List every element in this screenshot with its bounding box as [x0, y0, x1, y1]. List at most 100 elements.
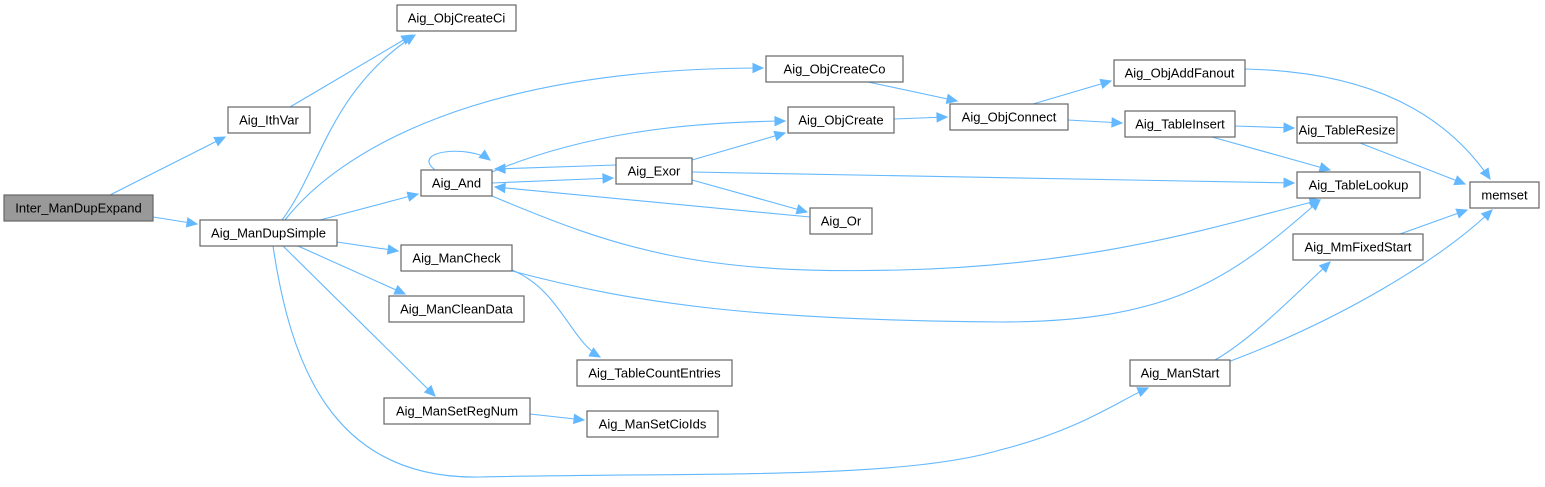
node-box[interactable] [383, 397, 531, 425]
arrowhead-icon [795, 204, 809, 215]
edge-Aig_TableInsert-to-Aig_TableLookup [1211, 136, 1332, 173]
edge-line [282, 245, 436, 397]
node-label: Aig_TableLookup [1309, 178, 1409, 193]
node-aig-mancleandata[interactable]: Aig_ManCleanData [388, 295, 525, 323]
edge-Aig_Or-to-Aig_And [493, 182, 811, 218]
edge-Aig_ManDupSimple-to-Aig_ManCleanData [297, 245, 407, 295]
edge-Aig_TableResize-to-memset [1359, 142, 1467, 186]
node-memset[interactable]: memset [1469, 181, 1540, 209]
node-box[interactable] [1124, 110, 1236, 138]
node-box[interactable] [1469, 181, 1540, 209]
node-aig-ithvar[interactable]: Aig_IthVar [227, 106, 311, 134]
edge-line [1399, 209, 1468, 235]
node-box[interactable] [1296, 171, 1421, 199]
node-box[interactable] [396, 4, 517, 32]
edge-Aig_ManDupSimple-to-Aig_ManSetRegNum [282, 245, 436, 397]
edge-Aig_And-to-Aig_Exor [491, 173, 615, 184]
node-aig-objconnect[interactable]: Aig_ObjConnect [949, 103, 1069, 131]
node-aig-tablecountentries[interactable]: Aig_TableCountEntries [576, 359, 733, 387]
node-aig-exor[interactable]: Aig_Exor [615, 157, 693, 185]
node-aig-mmfixedstart[interactable]: Aig_MmFixedStart [1292, 233, 1424, 261]
edge-Aig_Exor-to-Aig_Or [691, 179, 809, 215]
edge-Aig_MmFixedStart-to-memset [1399, 208, 1469, 235]
node-box[interactable] [400, 244, 513, 272]
edge-Aig_Exor-to-Aig_TableLookup [691, 171, 1296, 189]
node-box[interactable] [388, 295, 525, 323]
arrowhead-icon [773, 130, 787, 141]
edge-line [1244, 68, 1491, 180]
edge-Aig_ObjAddFanout-to-memset [1244, 68, 1491, 181]
node-aig-objcreateci[interactable]: Aig_ObjCreateCi [396, 4, 517, 32]
node-label: Aig_ObjConnect [962, 110, 1057, 125]
arrowhead-icon [185, 217, 199, 228]
node-aig-tableresize[interactable]: Aig_TableResize [1296, 116, 1398, 144]
node-aig-mansetregnum[interactable]: Aig_ManSetRegNum [383, 397, 531, 425]
edge-line [109, 136, 226, 196]
node-aig-objcreateco[interactable]: Aig_ObjCreateCo [765, 55, 904, 83]
node-box[interactable] [765, 55, 904, 83]
node-label: Aig_ManCleanData [400, 302, 514, 317]
node-aig-mandupsimple[interactable]: Aig_ManDupSimple [199, 219, 338, 247]
arrowhead-icon [493, 163, 506, 174]
edge-line [511, 269, 601, 358]
edge-line [297, 245, 406, 295]
edge-Aig_Exor-to-Aig_And [493, 163, 617, 174]
edge-Inter_ManDupExpand-to-Aig_IthVar [109, 136, 227, 196]
node-label: Aig_IthVar [239, 113, 299, 128]
node-label: Aig_And [432, 176, 481, 191]
node-box[interactable] [420, 169, 493, 197]
node-box[interactable] [1129, 359, 1231, 387]
edge-Aig_ManCheck-to-Aig_TableLookup [511, 199, 1321, 323]
node-box[interactable] [809, 207, 873, 235]
node-aig-or[interactable]: Aig_Or [809, 207, 873, 235]
node-aig-manstart[interactable]: Aig_ManStart [1129, 359, 1231, 387]
node-box[interactable] [199, 219, 338, 247]
node-box[interactable] [586, 410, 719, 438]
arrowhead-icon [1308, 199, 1321, 211]
node-aig-mancheck[interactable]: Aig_ManCheck [400, 244, 513, 272]
node-label: Aig_ManDupSimple [211, 226, 326, 241]
edge-line [691, 171, 1295, 184]
node-label: Aig_ManCheck [412, 251, 501, 266]
edge-Aig_Exor-to-Aig_ObjCreate [691, 130, 787, 161]
edge-line [1211, 136, 1331, 171]
node-aig-objcreate[interactable]: Aig_ObjCreate [787, 106, 895, 134]
arrowhead-icon [393, 284, 407, 295]
node-label: Aig_ObjCreate [798, 113, 883, 128]
arrowhead-icon [1455, 208, 1469, 219]
node-box[interactable] [1292, 233, 1424, 261]
node-aig-tableinsert[interactable]: Aig_TableInsert [1124, 110, 1236, 138]
node-box[interactable] [1113, 59, 1246, 87]
arrowhead-icon [572, 413, 586, 425]
edge-Aig_ManDupSimple-to-Aig_ObjCreateCi [281, 34, 417, 221]
edge-line [511, 199, 1321, 323]
arrowhead-icon [1099, 78, 1113, 90]
edge-Aig_ManDupSimple-to-Aig_And [319, 191, 420, 221]
edge-Aig_ManStart-to-memset [1227, 209, 1493, 363]
arrowhead-icon [602, 173, 615, 184]
edge-line [284, 67, 764, 221]
node-box[interactable] [787, 106, 895, 134]
arrowhead-icon [423, 384, 436, 397]
node-box[interactable] [615, 157, 693, 185]
arrowhead-icon [493, 182, 506, 194]
edge-Aig_ManDupSimple-to-Aig_ManCheck [336, 241, 400, 255]
arrowhead-icon [774, 115, 787, 127]
edge-Aig_And-to-Aig_ObjCreate [491, 115, 787, 173]
arrowhead-icon [403, 34, 417, 46]
node-aig-mansetcioids[interactable]: Aig_ManSetCioIds [586, 410, 719, 438]
node-box[interactable] [1296, 116, 1398, 144]
node-aig-objaddfanout[interactable]: Aig_ObjAddFanout [1113, 59, 1246, 87]
node-box[interactable] [949, 103, 1069, 131]
node-aig-and[interactable]: Aig_And [420, 169, 493, 197]
node-box[interactable] [576, 359, 733, 387]
edge-line [1032, 80, 1112, 105]
edge-line [691, 179, 808, 213]
edge-Aig_And-to-Aig_TableLookup [491, 195, 1322, 272]
node-box[interactable] [227, 106, 311, 134]
edge-Aig_ManStart-to-Aig_MmFixedStart [1214, 261, 1331, 361]
edge-line [691, 132, 786, 161]
node-aig-tablelookup[interactable]: Aig_TableLookup [1296, 171, 1421, 199]
arrowhead-icon [1318, 162, 1332, 173]
